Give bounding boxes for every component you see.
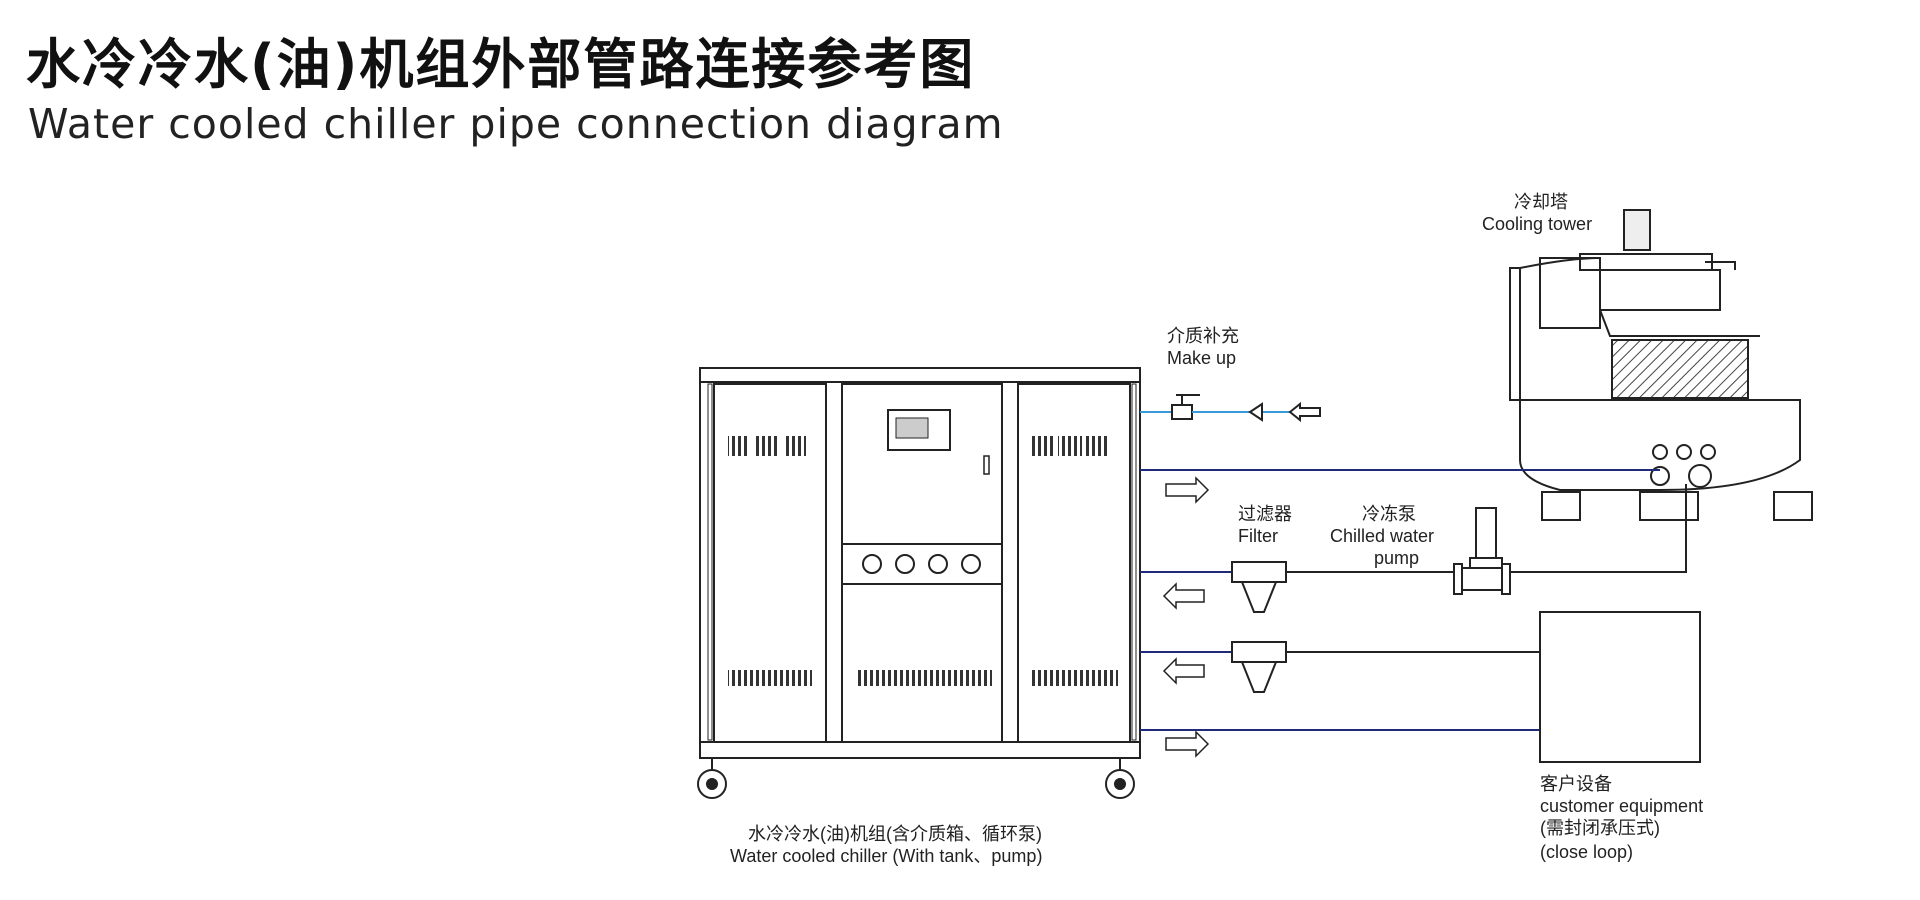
- chilled-water-pump: [1453, 507, 1511, 595]
- customer-loop: [1140, 651, 1540, 731]
- cooling-tower-loop: [1140, 469, 1687, 573]
- cooling-tower-label-en: Cooling tower: [1482, 214, 1592, 234]
- page-title-zh: 水冷冷水(油)机组外部管路连接参考图: [26, 33, 976, 96]
- chiller-top-vents-left: [728, 436, 806, 456]
- customer-note-zh: (需封闭承压式): [1540, 818, 1660, 838]
- chiller-label-zh: 水冷冷水(油)机组(含介质箱、循环泵): [748, 824, 1042, 844]
- makeup-line: [1140, 394, 1321, 423]
- cooling-tower-label-zh: 冷却塔: [1514, 192, 1568, 212]
- page-title-en: Water cooled chiller pipe connection dia…: [28, 100, 1004, 148]
- pump-label-en-1: Chilled water: [1330, 526, 1434, 546]
- filter-bottom: [1231, 641, 1287, 693]
- filter-label-zh: 过滤器: [1238, 504, 1292, 524]
- pump-label-zh: 冷冻泵: [1362, 504, 1416, 524]
- pump-label-en-2: pump: [1374, 548, 1419, 568]
- cooling-tower: [1509, 209, 1813, 521]
- makeup-label-zh: 介质补充: [1167, 326, 1239, 346]
- customer-label-en: customer equipment: [1540, 796, 1703, 816]
- chiller-label-en: Water cooled chiller (With tank、pump): [730, 846, 1042, 866]
- customer-label-zh: 客户设备: [1540, 774, 1612, 794]
- makeup-label-en: Make up: [1167, 348, 1236, 368]
- chiller-bottom-vents: [728, 670, 1118, 686]
- chiller-unit: [697, 367, 1141, 799]
- chiller-top-vents-right: [1030, 436, 1110, 456]
- filter-top: [1231, 561, 1287, 613]
- filter-label-en: Filter: [1238, 526, 1278, 546]
- flow-arrows: [1162, 476, 1210, 758]
- customer-note-en: (close loop): [1540, 842, 1633, 862]
- customer-equipment-box: [1539, 611, 1701, 763]
